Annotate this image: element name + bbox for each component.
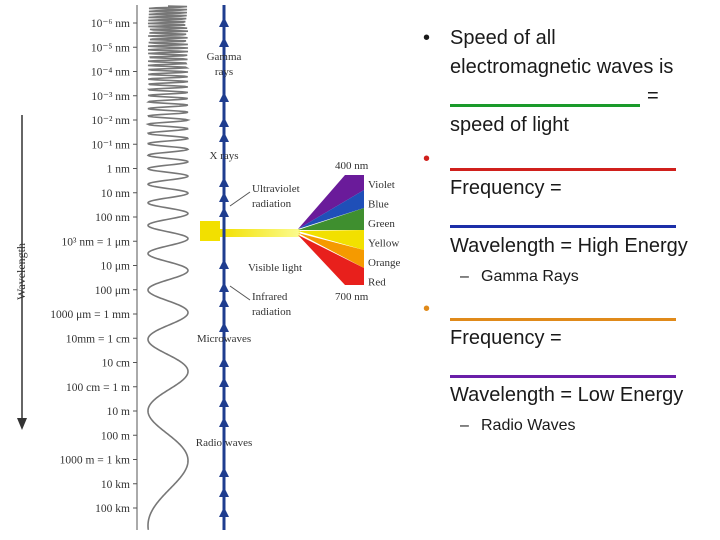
- fan-yellow: [298, 230, 364, 250]
- fan-green: [298, 208, 364, 230]
- arrowhead: [219, 17, 229, 27]
- color-name-blue: Blue: [368, 199, 389, 211]
- fan-orange: [298, 233, 364, 268]
- visible-beam-line: [220, 229, 300, 237]
- scale-label: 10³ nm = 1 μm: [62, 236, 131, 248]
- wavelength-wave: [145, 5, 191, 530]
- scale-label: 100 μm: [95, 285, 130, 297]
- arrowheads: [219, 17, 229, 517]
- radio-waves-text: Radio Waves: [481, 417, 576, 434]
- scale-label: 10 m: [107, 406, 130, 418]
- scale-label: 100 cm = 1 m: [66, 382, 130, 394]
- speed-line-4: speed of light: [450, 114, 569, 136]
- scale-labels: 10⁻⁶ nm 10⁻⁵ nm 10⁻⁴ nm 10⁻³ nm 10⁻² nm 10⁻¹ …: [50, 18, 137, 515]
- visible-700nm: 700 nm: [335, 291, 369, 303]
- color-name-yellow: Yellow: [368, 238, 399, 250]
- ir-pointer: [229, 285, 251, 301]
- wavelength-axis: Wavelength: [14, 115, 28, 430]
- arrowhead: [219, 132, 229, 142]
- arrowhead: [219, 259, 229, 269]
- scale-label: 10 km: [101, 479, 130, 491]
- scale-label: 10⁻⁵ nm: [91, 42, 130, 54]
- bullet-1: •: [423, 27, 431, 49]
- scale-label: 10⁻⁴ nm: [91, 67, 130, 79]
- scale-label: 100 m: [101, 430, 130, 442]
- color-name-red: Red: [368, 277, 386, 289]
- microwaves-label: Microwaves: [197, 333, 251, 345]
- scale-label: 1 nm: [107, 164, 130, 176]
- fan-red: [298, 235, 364, 285]
- arrowhead: [219, 322, 229, 332]
- blank-high-frequency: [450, 168, 676, 171]
- scale-label: 10⁻⁶ nm: [91, 18, 130, 30]
- bullet-2: •: [423, 148, 431, 170]
- arrowhead: [219, 177, 229, 187]
- blank-speed: [450, 104, 640, 107]
- arrowhead: [219, 467, 229, 477]
- scale-label: 100 nm: [95, 212, 130, 224]
- sub-dash-1: –: [460, 268, 469, 285]
- visible-400nm: 400 nm: [335, 160, 369, 172]
- low-frequency-text: Frequency =: [450, 327, 562, 349]
- scale-label: 10 nm: [101, 188, 130, 200]
- radio-label: Radio waves: [196, 437, 253, 449]
- notes-panel: • Speed of all electromagnetic waves is …: [420, 0, 720, 540]
- speed-equals: =: [647, 85, 659, 107]
- scale-label: 10⁻² nm: [91, 115, 130, 127]
- ir-label-2: radiation: [252, 306, 292, 318]
- uv-label-2: radiation: [252, 198, 292, 210]
- color-name-green: Green: [368, 218, 395, 230]
- arrowhead: [219, 297, 229, 307]
- scale-label: 10 cm: [102, 358, 130, 370]
- arrowhead: [219, 397, 229, 407]
- arrowhead: [219, 357, 229, 367]
- sub-dash-2: –: [460, 417, 469, 434]
- high-energy-text: Wavelength = High Energy: [450, 235, 688, 257]
- ir-label-1: Infrared: [252, 291, 288, 303]
- scale-label: 1000 m = 1 km: [60, 455, 130, 467]
- arrowhead: [219, 92, 229, 102]
- speed-line-1: Speed of all: [450, 27, 556, 49]
- arrowhead: [219, 487, 229, 497]
- arrowhead: [219, 192, 229, 202]
- scale-label: 10 μm: [101, 261, 131, 273]
- wavelength-axis-title: Wavelength: [14, 243, 28, 300]
- blank-short-wavelength: [450, 225, 676, 228]
- blank-low-frequency: [450, 318, 676, 321]
- visible-beam: [200, 221, 220, 241]
- scale-label: 1000 μm = 1 mm: [50, 309, 130, 321]
- arrowhead: [219, 377, 229, 387]
- arrowhead: [219, 507, 229, 517]
- scale-label: 10⁻³ nm: [91, 91, 130, 103]
- fan-violet: [298, 175, 364, 229]
- scale-label: 10⁻¹ nm: [91, 139, 130, 151]
- arrowhead: [219, 282, 229, 292]
- arrowhead: [219, 117, 229, 127]
- high-frequency-text: Frequency =: [450, 177, 562, 199]
- gamma-label-1: Gamma: [207, 51, 242, 63]
- gamma-rays-text: Gamma Rays: [481, 268, 579, 285]
- xrays-label: X rays: [209, 150, 238, 162]
- blank-long-wavelength: [450, 375, 676, 378]
- gamma-label-2: rays: [215, 66, 233, 78]
- arrowhead: [219, 207, 229, 217]
- low-energy-text: Wavelength = Low Energy: [450, 384, 684, 406]
- scale-label: 100 km: [95, 503, 130, 515]
- visible-light-fan: [200, 175, 364, 285]
- arrowhead: [219, 37, 229, 47]
- uv-label-1: Ultraviolet: [252, 183, 300, 195]
- fan-blue: [298, 190, 364, 229]
- uv-pointer: [229, 191, 251, 207]
- color-name-violet: Violet: [368, 179, 395, 191]
- color-name-orange: Orange: [368, 257, 400, 269]
- speed-line-2: electromagnetic waves is: [450, 56, 674, 78]
- bullet-3: •: [423, 298, 431, 320]
- scale-label: 10mm = 1 cm: [66, 333, 130, 345]
- visible-label: Visible light: [248, 262, 302, 274]
- arrowhead: [219, 417, 229, 427]
